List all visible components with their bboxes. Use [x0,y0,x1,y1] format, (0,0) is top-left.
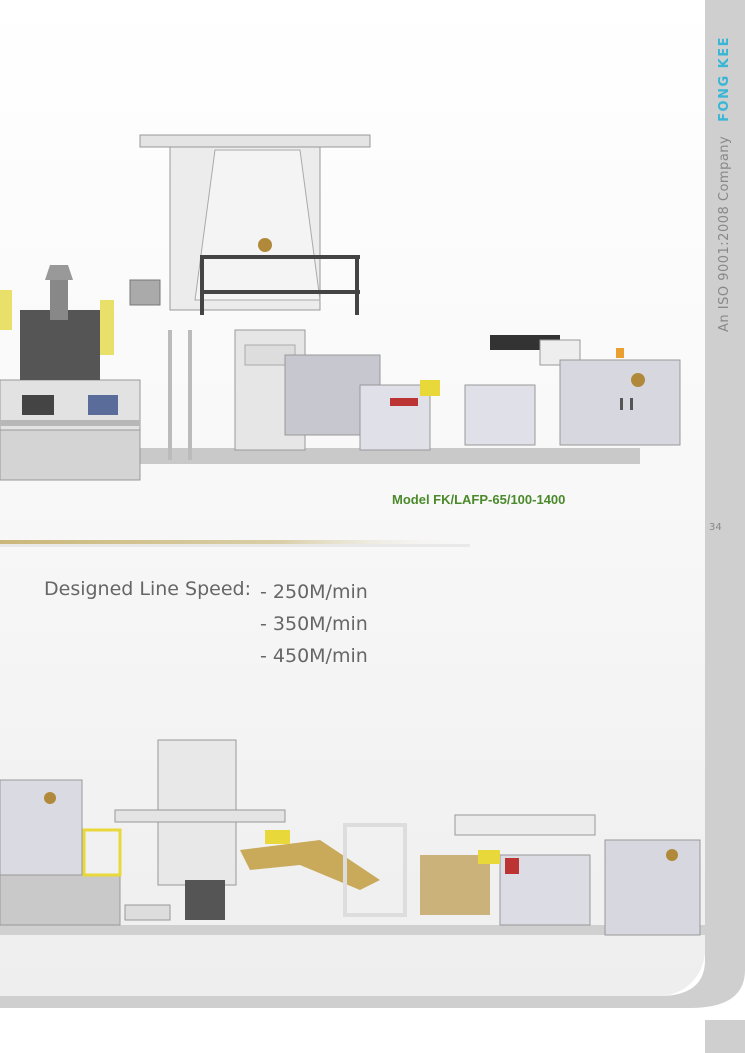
machine-photo-top [0,134,681,481]
section-divider [0,540,470,547]
machine-photo-bottom [0,739,705,936]
iso-text: An ISO 9001:2008 Company [717,135,732,332]
speed-value: - 450M/min [260,645,368,667]
sidebar-company-text: An ISO 9001:2008 Company FONG KEE [717,36,732,332]
speed-list: - 250M/min - 350M/min - 450M/min [260,576,368,672]
page-number: 34 [709,522,722,533]
model-caption: Model FK/LAFP-65/100-1400 [392,492,566,507]
speed-value: - 250M/min [260,581,368,603]
speed-value: - 350M/min [260,613,368,635]
speed-label: Designed Line Speed: [44,578,251,600]
page-bottom-curve [0,960,745,1020]
side-strip [705,0,745,1053]
brand-name: FONG KEE [717,36,732,122]
